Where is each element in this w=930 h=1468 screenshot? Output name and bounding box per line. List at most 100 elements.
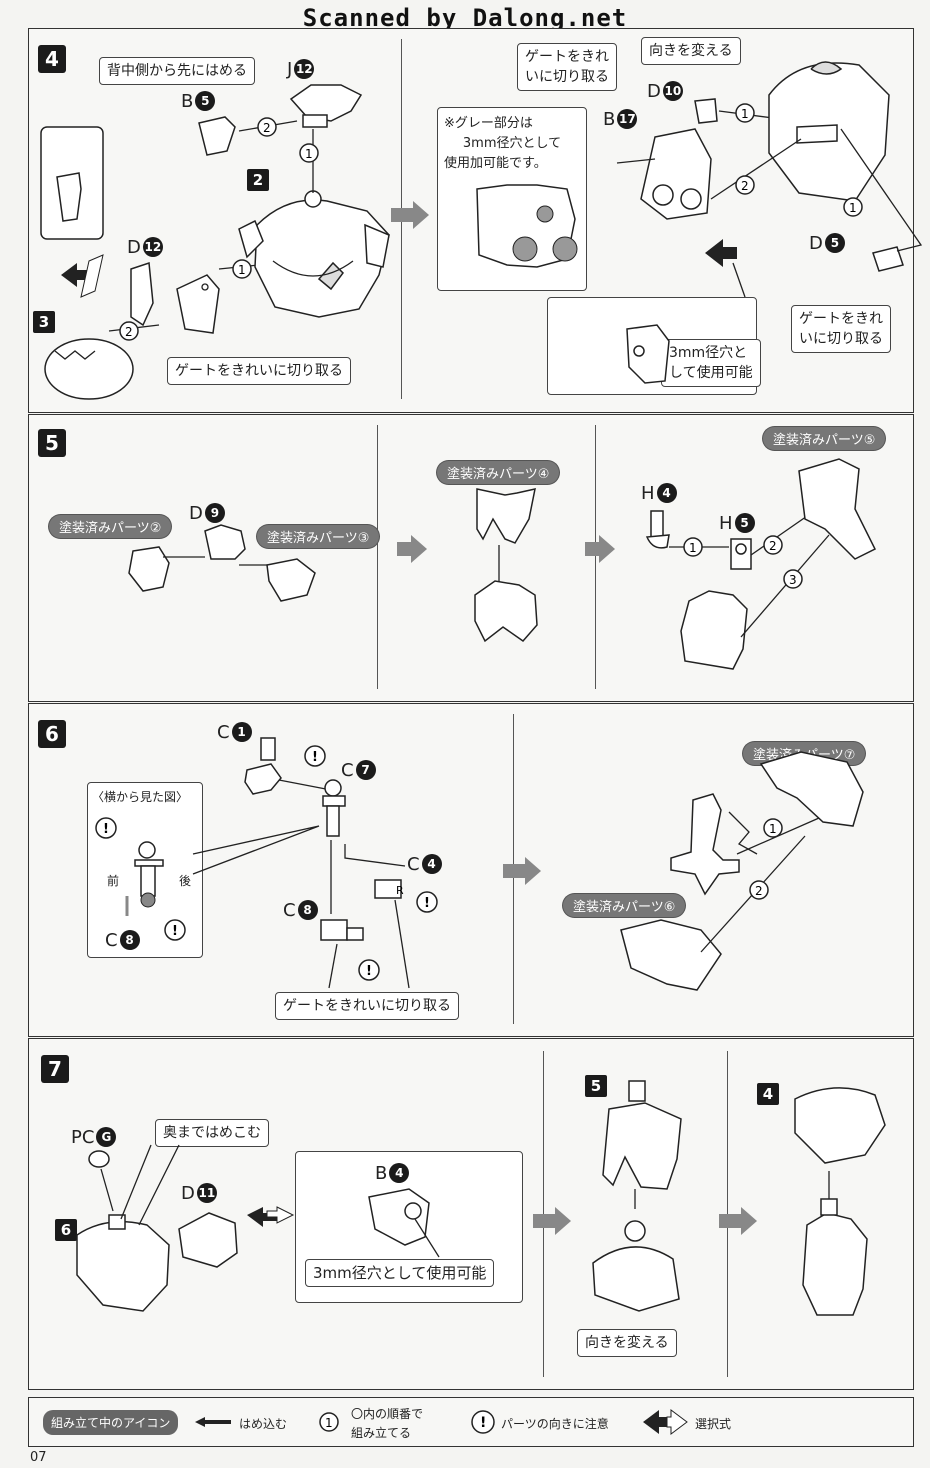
part-number-badge: G bbox=[96, 1127, 117, 1147]
svg-text:!: ! bbox=[103, 822, 109, 837]
svg-text:1: 1 bbox=[325, 1416, 333, 1430]
step7-number: 7 bbox=[41, 1055, 69, 1083]
d12-part bbox=[130, 261, 154, 327]
order-circle bbox=[119, 321, 139, 341]
select-arrow-icon bbox=[666, 1409, 688, 1435]
part-number-badge: 4 bbox=[421, 854, 442, 874]
d7-part bbox=[56, 172, 82, 222]
watermark-text: Scanned by Dalong.net bbox=[302, 4, 628, 32]
note-line: 使用加可能です。 bbox=[444, 156, 547, 171]
b5-part bbox=[198, 116, 236, 156]
painted-part-4 bbox=[476, 488, 536, 544]
part-number-badge: 4 bbox=[656, 483, 677, 503]
part-letter: PC bbox=[71, 1127, 95, 1148]
svg-text:!: ! bbox=[424, 896, 430, 911]
flow-arrow-icon bbox=[599, 535, 615, 563]
note-line: いに切り取る bbox=[799, 331, 883, 347]
svg-text:1: 1 bbox=[741, 107, 749, 121]
note-line: ゲートをきれ bbox=[799, 311, 883, 327]
note-line: 3mm径穴と bbox=[669, 345, 748, 361]
step7-illustration bbox=[76, 1080, 886, 1316]
part-letter: C bbox=[105, 930, 118, 951]
part-number-badge: 11 bbox=[196, 1183, 217, 1203]
order-circle bbox=[783, 569, 803, 589]
order-circle bbox=[749, 880, 769, 900]
c8-part bbox=[320, 919, 348, 941]
note-line: ゲートをきれ bbox=[525, 49, 609, 65]
legend-order-line1: 〇内の順番で bbox=[351, 1407, 424, 1421]
part-letter: D bbox=[647, 81, 661, 102]
insert-arrow-icon bbox=[195, 1417, 231, 1427]
sub-assembly-2: 2 bbox=[247, 169, 269, 191]
sub-assembly-6: 6 bbox=[55, 1219, 77, 1241]
egg-part bbox=[44, 338, 134, 400]
part-letter: H bbox=[719, 513, 733, 534]
part-letter: C bbox=[341, 760, 354, 781]
part-letter: J bbox=[287, 59, 293, 80]
lower-body-5 bbox=[602, 1102, 682, 1190]
svg-text:!: ! bbox=[480, 1415, 486, 1431]
svg-text:1: 1 bbox=[689, 541, 697, 555]
egg-crack bbox=[54, 350, 96, 360]
order-circle bbox=[257, 117, 277, 137]
flow-arrow-icon bbox=[525, 857, 541, 885]
gate-trim-top-note: ゲートをきれ いに切り取る bbox=[517, 43, 617, 91]
d11-part bbox=[178, 1212, 238, 1268]
side-view-title: 〈横から見た図〉 bbox=[92, 790, 189, 804]
side-view-part bbox=[140, 865, 156, 897]
d6-part bbox=[626, 324, 670, 384]
hole-note: 3mm径穴と して使用可能 bbox=[661, 339, 761, 387]
order-circle bbox=[843, 197, 863, 217]
legend-icon-label: 組み立て中のアイコン bbox=[43, 1410, 179, 1435]
lower-body-right bbox=[680, 590, 748, 670]
sub-assembly-3: 3 bbox=[33, 311, 55, 333]
caution-icon bbox=[95, 817, 117, 839]
d5-part bbox=[872, 246, 904, 272]
part-letter: D bbox=[181, 1183, 195, 1204]
part-number-badge: 10 bbox=[662, 81, 683, 101]
order-circle bbox=[735, 175, 755, 195]
svg-text:1: 1 bbox=[238, 263, 246, 277]
step5-divider-2 bbox=[595, 425, 596, 689]
part-number-badge: 5 bbox=[195, 91, 216, 111]
part-number-badge: 12 bbox=[142, 237, 163, 257]
order-circle bbox=[299, 143, 319, 163]
order-circle bbox=[763, 535, 783, 555]
select-arrow-icon bbox=[643, 1410, 673, 1434]
svg-text:2: 2 bbox=[263, 121, 271, 135]
lower-body-part bbox=[474, 580, 538, 643]
part-number-badge: 9 bbox=[204, 503, 225, 523]
h4-part bbox=[650, 510, 664, 538]
note-line: いに切り取る bbox=[525, 69, 609, 85]
select-arrow-icon bbox=[80, 254, 104, 298]
part-number-badge: 7 bbox=[355, 760, 376, 780]
flow-arrow-icon bbox=[413, 201, 429, 229]
lower-assembly-4 bbox=[802, 1212, 868, 1316]
order-circle bbox=[683, 537, 703, 557]
legend-order-line2: 組み立てる bbox=[351, 1426, 412, 1440]
select-arrow-icon bbox=[247, 1207, 277, 1227]
b4-part bbox=[368, 1188, 430, 1246]
step6-illustration: ! ! ! R ! ! 1 2 bbox=[95, 737, 864, 991]
svg-text:2: 2 bbox=[125, 325, 133, 339]
painted-part-3-label: 塗装済みパーツ③ bbox=[257, 525, 380, 548]
legend-select: 選択式 bbox=[695, 1417, 732, 1431]
svg-text:R: R bbox=[396, 884, 404, 897]
select-arrow-icon bbox=[705, 239, 737, 267]
painted-part-7 bbox=[759, 751, 864, 827]
part-letter: C bbox=[217, 722, 230, 743]
step5-illustration: 1 2 3 bbox=[128, 458, 877, 670]
part-letter: C bbox=[407, 854, 420, 875]
